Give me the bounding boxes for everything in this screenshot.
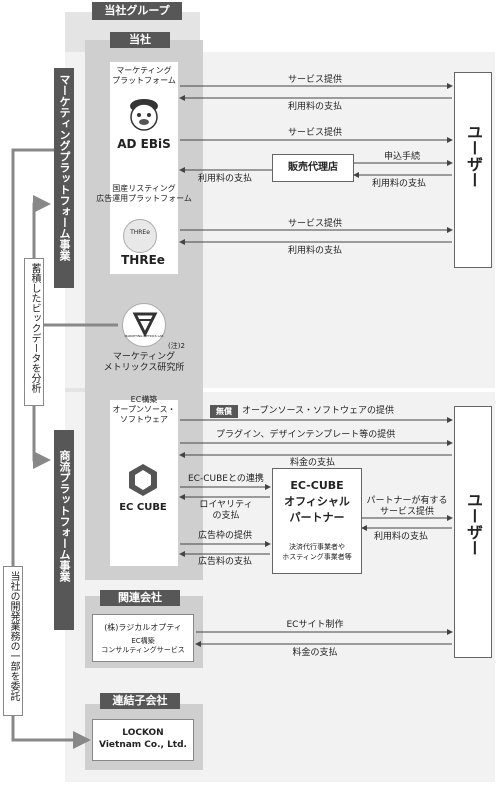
- flow-plugin: プラグイン、デザインテンプレート等の提供: [216, 430, 396, 440]
- related-name: (株)ラジカルオプティ: [104, 623, 182, 632]
- listing-label: 国産リスティング 広告運用プラットフォーム: [96, 184, 192, 203]
- platform-label: マーケティング プラットフォーム: [112, 66, 176, 85]
- flow-fee1: 利用料の支払: [287, 102, 342, 112]
- company-title: 当社: [110, 32, 170, 48]
- flow-service2: サービス提供: [287, 128, 342, 138]
- three-logo-icon: [123, 219, 157, 253]
- mmm-note: (注)2: [168, 342, 185, 350]
- flow-apply: 申込手続: [384, 152, 421, 162]
- flow-service3: サービス提供: [287, 219, 342, 229]
- group-title: 当社グループ: [92, 2, 182, 20]
- adebis-mascot-icon: [124, 96, 164, 132]
- flow-partner-fee: 利用料の支払: [374, 532, 429, 542]
- three-logo-small: THREe: [130, 229, 150, 236]
- flow-partner-service: パートナーが有する サービス提供: [366, 496, 448, 517]
- related-title: 関連会社: [100, 590, 180, 606]
- arrow-bigdata-up: [32, 195, 51, 258]
- flow-ad-fee: 広告料の支払: [198, 557, 253, 567]
- commerce-business-label: 商流プラットフォーム事業: [54, 430, 74, 630]
- marketing-business-label: マーケティングプラットフォーム事業: [54, 68, 74, 288]
- users-bottom-box: [454, 406, 492, 658]
- outsource-label-box: 当社の開発業務の一部を委託: [3, 566, 23, 716]
- free-badge: 無償: [210, 405, 238, 418]
- flow-fee5: 料金の支払: [292, 648, 338, 658]
- three-logo: THREe: [121, 253, 165, 267]
- flow-royalty: ロイヤリティ の支払: [199, 500, 253, 521]
- arrow-outsource-up: [11, 148, 54, 566]
- partner-box: [272, 468, 362, 574]
- arrow-bigdata-down: [32, 406, 51, 469]
- flow-fee2-user: 利用料の支払: [372, 179, 427, 189]
- related-card: [92, 614, 194, 662]
- adebis-logo: AD EBiS: [117, 137, 171, 151]
- partner-title: EC-CUBE オフィシャル パートナー: [284, 479, 350, 524]
- mmm-logo-small: MARKETING METRICS LAB: [124, 334, 164, 338]
- flow-ec-link: EC-CUBEとの連携: [188, 474, 264, 484]
- mmm-label: マーケティング メトリックス研究所: [103, 352, 185, 373]
- partner-sub: 決済代行事業者や ホスティング事業者等: [282, 543, 352, 561]
- users-bottom-label: ユーザー: [464, 492, 483, 556]
- mmm-logo-icon: [122, 303, 166, 347]
- ec-label: EC構築 オープンソース・ ソフトウェア: [112, 395, 176, 424]
- flow-ec-site: ECサイト制作: [286, 620, 344, 630]
- eccube-logo-icon: [126, 462, 160, 498]
- users-top-label: ユーザー: [464, 124, 483, 188]
- flow-service1: サービス提供: [287, 75, 342, 85]
- accumulated-label-box: 蓄積したビックデータを分析: [24, 258, 44, 406]
- flow-fee3: 利用料の支払: [287, 246, 342, 256]
- flow-fee4: 料金の支払: [290, 458, 336, 468]
- flow-ad-space: 広告枠の提供: [198, 531, 253, 541]
- agency-box: 販売代理店: [272, 154, 354, 182]
- subsidiary-name: LOCKON Vietnam Co., Ltd.: [99, 728, 187, 750]
- flow-fee2-agency: 利用料の支払: [198, 174, 253, 184]
- subsidiary-card: [92, 719, 194, 761]
- arrow-outsource-down: [11, 716, 91, 749]
- subsidiary-title: 連結子会社: [100, 693, 180, 709]
- users-top-box: [454, 72, 492, 268]
- flow-oss: オープンソース・ソフトウェアの提供: [242, 406, 395, 416]
- related-desc: EC構築 コンサルティングサービス: [101, 637, 185, 654]
- eccube-logo: EC CUBE: [119, 502, 167, 513]
